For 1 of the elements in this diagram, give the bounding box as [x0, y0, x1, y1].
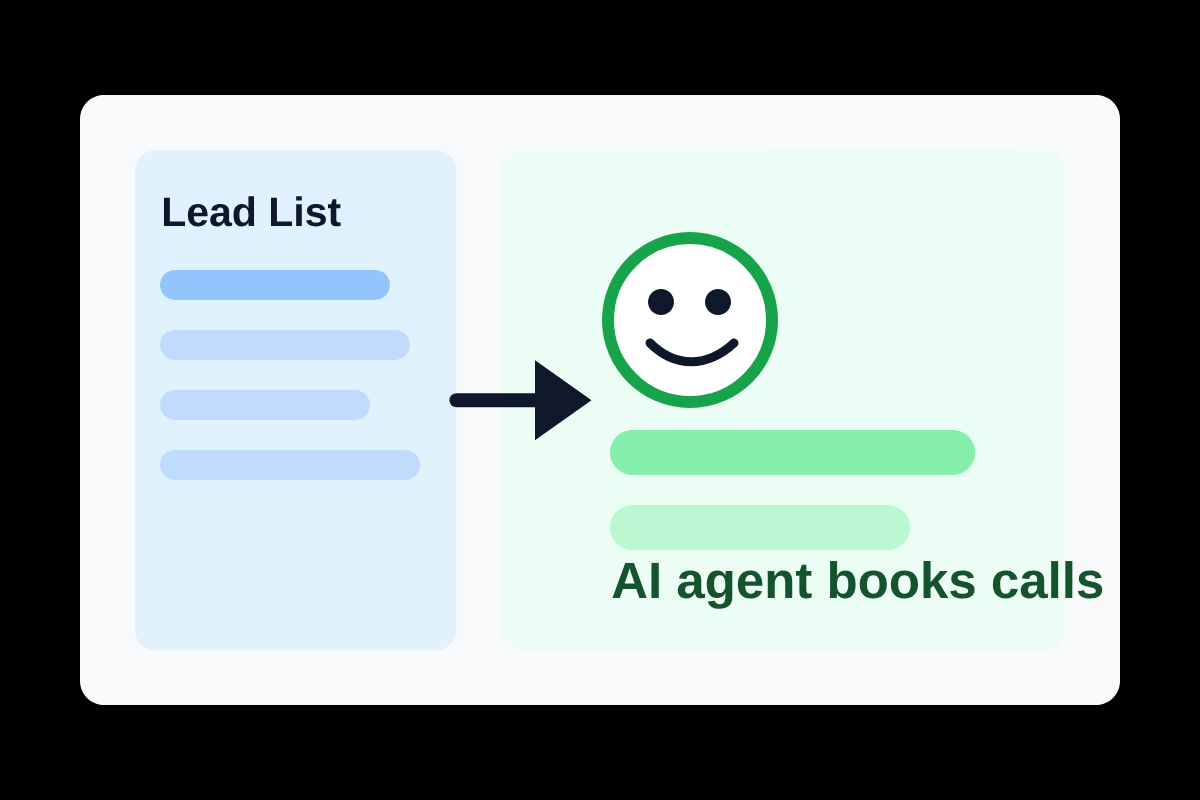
- smiley-icon: [602, 232, 778, 408]
